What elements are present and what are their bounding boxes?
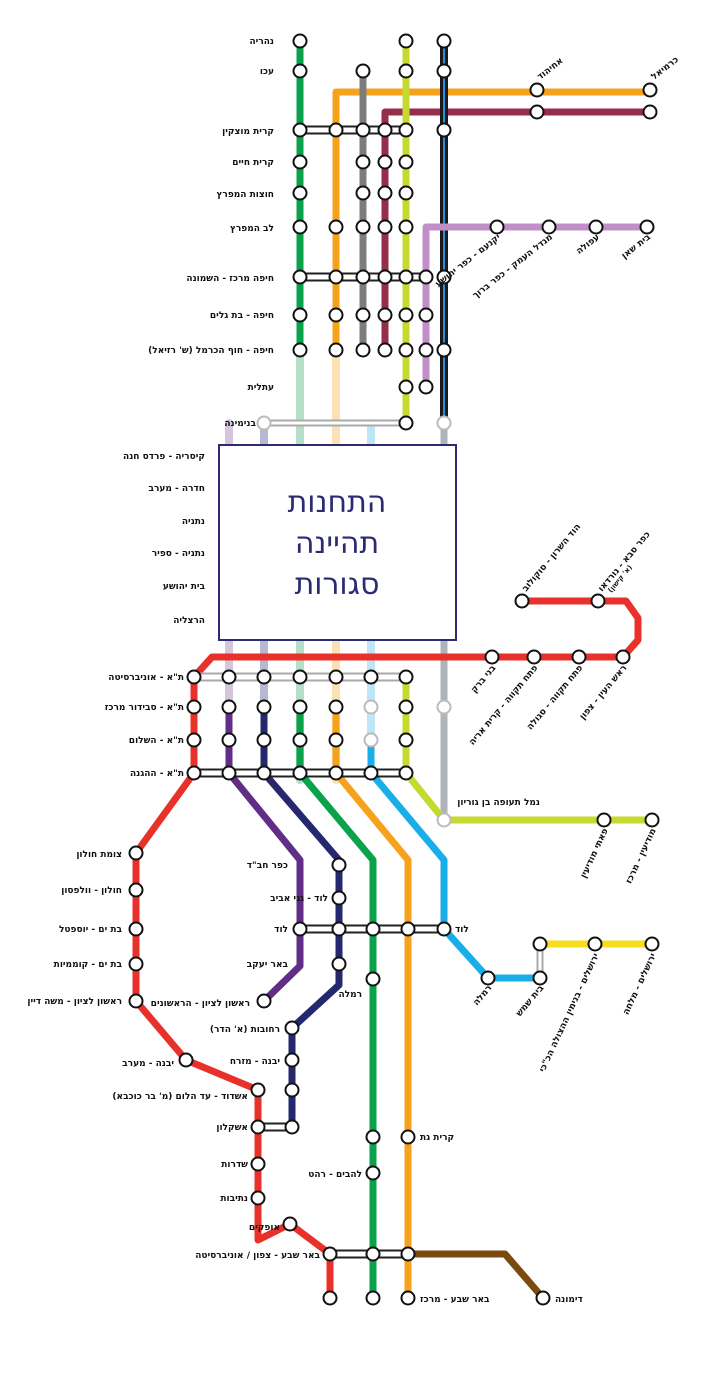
label-rishon-moshe-dayan: ראשון לציון - משה דיין (27, 997, 122, 1007)
label-lod-left: לוד (274, 925, 288, 935)
line-purple (225, 703, 304, 1005)
closed-stations-notice: התחנות תהיינה סגורות (218, 444, 457, 641)
label-haifa-center: חיפה מרכז - השמונה (186, 274, 274, 284)
label-herzliya: הרצליה (173, 616, 205, 626)
label-jerusalem-navon: ירושלים - בנימין ההצולה הכ"כי (538, 952, 602, 1074)
label-ahihud: אחיהוד (536, 56, 566, 82)
label-binyamina: בנימינה (224, 419, 256, 429)
label-sderot: שדרות (221, 1160, 248, 1170)
label-bat-yam-komemiyut: בת ים - קוממיות (54, 960, 123, 970)
line-orange (332, 88, 654, 354)
label-atlit: עתלית (248, 383, 274, 393)
closed-notice-line-2: תהיינה (295, 526, 379, 561)
label-netanya-sapir: נתניה - ספיר (152, 549, 205, 559)
label-kfar-saba: כפר סבא - נורדאו (597, 530, 653, 594)
label-beit-yehoshua: בית יהושע (163, 582, 206, 592)
label-kiryat-motzkin: קרית מוצקין (222, 127, 274, 137)
closed-notice-line-3: סגורות (295, 567, 380, 602)
label-ramla-right: רמלה (471, 984, 494, 1008)
label-ashdod: אשדוד - עד הלום (מ' בר כוכבא) (112, 1092, 248, 1102)
label-kiryat-gat: קרית גת (420, 1133, 454, 1143)
line-red-north (190, 597, 642, 681)
label-tlv-hashalom: ת"א - השלום (129, 736, 184, 746)
label-beer-sheva-north: באר שבע - צפון / אוניברסיטה (195, 1251, 320, 1261)
label-nahariya: נהריה (249, 37, 274, 47)
label-beit-shean: בית שאן (620, 232, 653, 261)
label-hadera: חדרה - מערב (149, 484, 206, 494)
label-yavne-west: יבנה - מערב (122, 1059, 174, 1069)
label-bat-galim: חיפה - בת גלים (210, 311, 274, 321)
label-akko: עכו (260, 67, 274, 77)
line-brown (404, 1250, 547, 1302)
label-hof-hacarmel: חיפה - חוף הכרמל (ש' רזיאל) (148, 346, 274, 356)
label-petah-tikva-kiryat-arye: פתח תקווה - קרית אריה (468, 663, 541, 747)
label-caesarea: קיסריה - פרדס חנה (123, 452, 205, 462)
label-ashkelon: אשקלון (216, 1123, 248, 1133)
label-bat-yam-yoseftal: בת ים - יוספטל (59, 925, 123, 935)
label-airport: נמל תעופה בן גוריון (457, 798, 540, 808)
closed-station-markers (256, 415, 452, 828)
label-tlv-hahagana: ת"א - ההגנה (130, 769, 184, 779)
closed-notice-box (218, 444, 457, 641)
closed-notice-line-1: התחנות (288, 485, 387, 520)
line-green-south (296, 703, 377, 1302)
label-kfar-habad: כפר חב"ד (247, 861, 288, 871)
label-ofakim: אופקים (249, 1223, 280, 1233)
label-karmiel: כרמיאל (650, 55, 681, 82)
station-markers (128, 33, 660, 1306)
label-kiryat-haim: קרית חיים (232, 158, 274, 168)
label-hutzot: חוצות המפרץ (216, 190, 274, 200)
label-holon-wolfson: חולון - וולפסון (61, 886, 122, 896)
label-lod-right: לוד (455, 925, 469, 935)
label-beer-sheva-center: באר שבע - מרכז (420, 1295, 490, 1305)
line-red-south (132, 673, 334, 1302)
label-rehovot: רחובות (א' הדר) (210, 1025, 280, 1035)
label-hod-hasharon: הוד השרון - סוקולוב (521, 522, 583, 594)
label-paatei-modiin: פאתי מודיעין (579, 827, 611, 880)
label-dimona: דימונה (555, 1295, 583, 1305)
line-lilac (422, 223, 651, 391)
station-labels-left: נהריה עכו קרית מוצקין קרית חיים חוצות המ… (27, 37, 362, 1261)
label-tlv-savidor: ת"א - סבידור מרכז (105, 703, 184, 713)
label-lod-ganei-aviv: לוד - גני אביב (270, 894, 328, 904)
label-netivot: נתיבות (220, 1194, 248, 1204)
label-modiin-center: מודיעין - מרכז (624, 827, 658, 886)
label-afula: עפולה (575, 232, 602, 256)
label-lehavim: להבים - רהט (308, 1170, 362, 1180)
label-rishon-harishonim: ראשון לציון - הראשונים (151, 999, 250, 1009)
label-rosh-haayin: ראש העין - צפון (578, 664, 629, 722)
line-lime-south (402, 673, 656, 824)
label-holon-junction: צומת חולון (76, 850, 122, 860)
label-beit-shemesh: בית שמש (514, 983, 546, 1019)
label-tlv-university: ת"א - אוניברסיטה (108, 673, 184, 683)
label-yavne-east: יבנה - מזרח (230, 1057, 280, 1067)
station-labels-right: אחיהוד כרמיאל בית שאן עפולה מגדל העמק - … (420, 55, 681, 1305)
label-lev-hamifratz: לב המפרץ (230, 224, 274, 234)
label-jerusalem-malha: ירושלים - מלחה (621, 952, 658, 1017)
label-netanya: נתניה (182, 517, 205, 527)
label-bnei-brak: בני ברק (469, 663, 498, 695)
label-ramla-center: רמלה (338, 990, 362, 1000)
label-beer-yaakov: באר יעקב (247, 960, 289, 970)
